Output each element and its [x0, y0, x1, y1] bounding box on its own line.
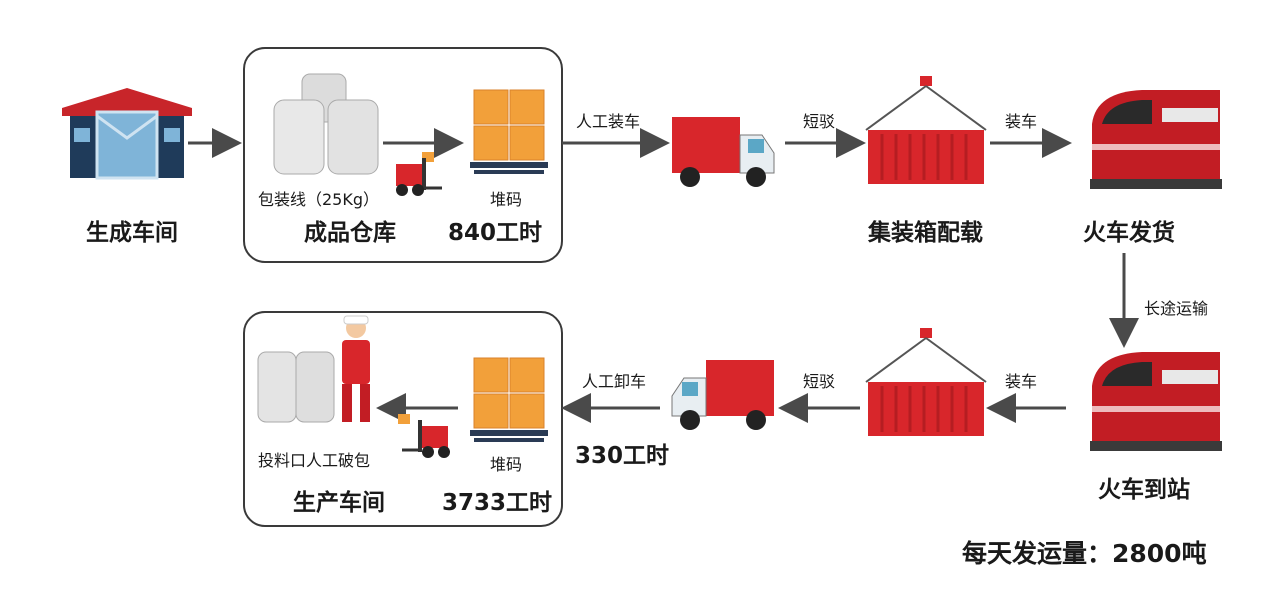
truck-icon-bottom [671, 360, 774, 430]
edge-short-haul-bottom: 短驳 [803, 372, 836, 391]
container-top-label: 集装箱配载 [868, 220, 983, 246]
edge-long-haul: 长途运输 [1144, 299, 1209, 318]
daily-volume-summary: 每天发运量：2800吨 [962, 539, 1207, 568]
stacking-top-label: 堆码 [490, 190, 523, 209]
worker-with-bags-icon [257, 315, 370, 423]
production-label: 生产车间 [293, 490, 385, 516]
hours-bottom-label: 3733工时 [442, 490, 553, 516]
packing-line-label: 包装线（25Kg） [258, 190, 380, 209]
edge-manual-load: 人工装车 [576, 112, 641, 131]
feed-port-label: 投料口人工破包 [258, 451, 371, 470]
edge-load-top: 装车 [1005, 112, 1038, 131]
train-icon-top [1090, 90, 1222, 189]
stacking-bottom-label: 堆码 [490, 455, 523, 474]
hours-top-label: 840工时 [448, 220, 543, 246]
sack-bags-icon [273, 73, 379, 175]
stacked-pallet-icon-bottom [470, 357, 548, 442]
factory-building-icon [62, 88, 192, 180]
train-arrive-label: 火车到站 [1098, 477, 1190, 503]
train-ship-label: 火车发货 [1083, 220, 1175, 246]
truck-icon-top [672, 117, 775, 187]
edge-load-bottom: 装车 [1005, 372, 1038, 391]
workshop-label: 生成车间 [86, 220, 178, 246]
hours-unload-label: 330工时 [575, 443, 670, 469]
stacked-pallet-icon [470, 89, 548, 174]
forklift-icon-bottom [398, 414, 450, 458]
container-icon-bottom [865, 328, 987, 436]
container-icon-top [865, 76, 987, 184]
edge-manual-unload: 人工卸车 [582, 372, 647, 391]
forklift-icon [396, 152, 442, 196]
edge-short-haul-top: 短驳 [803, 112, 836, 131]
warehouse-label: 成品仓库 [304, 220, 396, 246]
train-icon-bottom [1090, 352, 1222, 451]
